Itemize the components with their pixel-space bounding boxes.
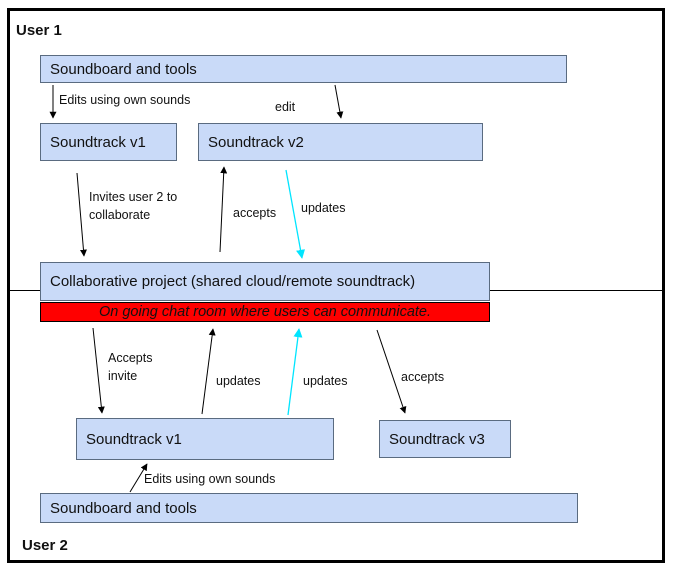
user1-soundtrack-v2-label: Soundtrack v2 bbox=[208, 133, 304, 151]
note-user1-edits: Edits using own sounds bbox=[59, 93, 191, 107]
user2-soundtrack-v3-box: Soundtrack v3 bbox=[379, 420, 511, 458]
chat-room-banner: On going chat room where users can commu… bbox=[40, 302, 490, 322]
chat-room-label: On going chat room where users can commu… bbox=[98, 304, 432, 320]
note-user2-edits: Edits using own sounds bbox=[144, 472, 276, 486]
user2-soundtrack-v1-box: Soundtrack v1 bbox=[76, 418, 334, 460]
note-user1-updates: updates bbox=[301, 201, 346, 215]
note-accepts-invite: Accepts invite bbox=[108, 351, 153, 383]
note-user2-updates-2: updates bbox=[303, 374, 348, 388]
note-user1-edit: edit bbox=[275, 100, 296, 114]
user1-soundtrack-v1-label: Soundtrack v1 bbox=[50, 133, 146, 151]
user1-soundboard-label: Soundboard and tools bbox=[50, 60, 197, 78]
user2-soundtrack-v3-label: Soundtrack v3 bbox=[389, 430, 485, 448]
note-invites: Invites user 2 to collaborate bbox=[89, 190, 178, 222]
note-user1-accepts: accepts bbox=[233, 206, 277, 220]
user1-soundtrack-v2-box: Soundtrack v2 bbox=[198, 123, 483, 161]
note-user2-updates-1: updates bbox=[216, 374, 261, 388]
user-2-label: User 2 bbox=[22, 537, 68, 554]
note-user2-accepts: accepts bbox=[401, 370, 445, 384]
user2-soundtrack-v1-label: Soundtrack v1 bbox=[86, 430, 182, 448]
user-1-label: User 1 bbox=[16, 22, 62, 39]
user1-soundboard-box: Soundboard and tools bbox=[40, 55, 567, 83]
user2-soundboard-box: Soundboard and tools bbox=[40, 493, 578, 523]
diagram-frame bbox=[7, 8, 665, 563]
user1-soundtrack-v1-box: Soundtrack v1 bbox=[40, 123, 177, 161]
collaborative-project-box: Collaborative project (shared cloud/remo… bbox=[40, 262, 490, 301]
collaborative-project-label: Collaborative project (shared cloud/remo… bbox=[50, 273, 416, 290]
user2-soundboard-label: Soundboard and tools bbox=[50, 499, 197, 517]
